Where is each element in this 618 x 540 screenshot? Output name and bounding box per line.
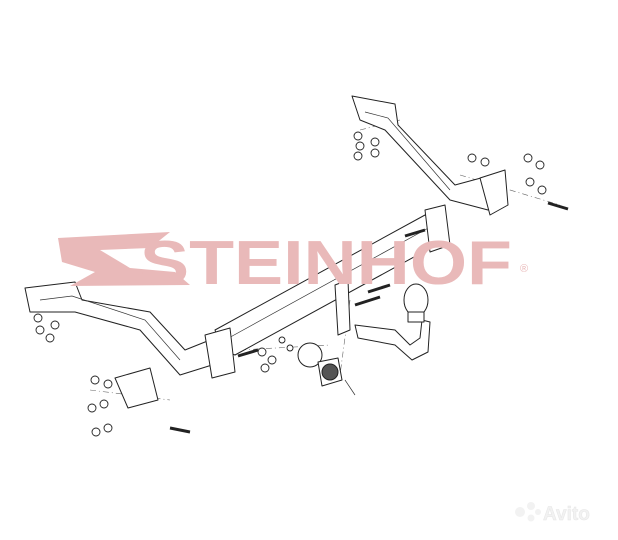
right-bracket-arm xyxy=(351,95,509,216)
registered-mark: ® xyxy=(520,263,528,275)
tow-ball-assembly xyxy=(354,283,431,361)
steinhof-watermark: STEINHOF ® xyxy=(58,229,528,298)
main-crossbeam xyxy=(204,204,451,379)
steinhof-logo-text: STEINHOF xyxy=(140,229,512,298)
avito-logo: Avito xyxy=(515,502,590,525)
nuts-and-washers xyxy=(33,131,547,437)
avito-logo-text: Avito xyxy=(543,504,590,525)
left-bracket-arm xyxy=(24,281,213,409)
electrical-socket xyxy=(297,342,356,396)
steinhof-logo-swoosh xyxy=(58,232,190,286)
bolts xyxy=(169,201,569,434)
